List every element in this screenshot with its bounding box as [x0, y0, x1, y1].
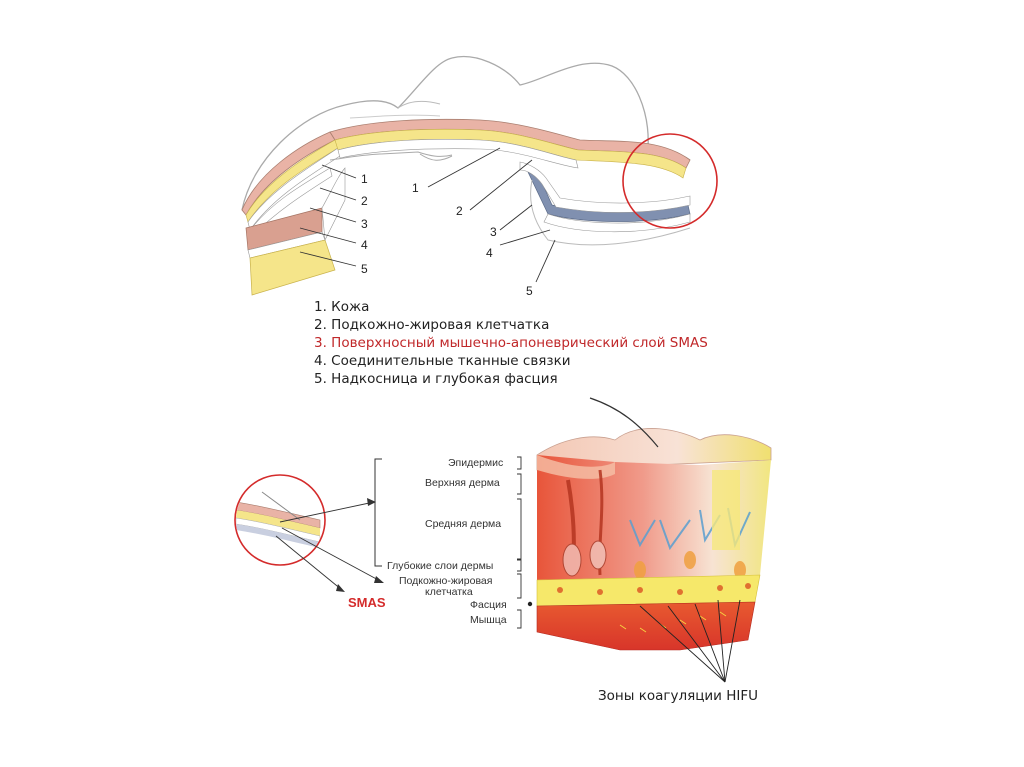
left-number-3: 3 [361, 217, 368, 231]
face-outline [241, 56, 691, 211]
layer-label-upper-dermis: Верхняя дерма [425, 477, 500, 489]
right-number-4: 4 [486, 246, 493, 260]
right-number-5: 5 [526, 284, 533, 298]
legend-item-skin: 1. Кожа [314, 299, 370, 315]
hifu-label: Зоны коагуляции HIFU [598, 688, 758, 704]
layer-label-epidermis: Эпидермис [448, 457, 503, 469]
right-number-2: 2 [456, 204, 463, 218]
right-number-3: 3 [490, 225, 497, 239]
left-number-5: 5 [361, 262, 368, 276]
hair-strand [589, 397, 659, 448]
skin-block-top [536, 428, 772, 471]
layer-label-fascia: Фасция [470, 599, 507, 611]
layer-label-middle-dermis: Средняя дерма [425, 518, 501, 530]
legend-item-smas: 3. Поверхносный мышечно-апоневрический с… [314, 335, 708, 351]
legend-item-subcutaneous-fat: 2. Подкожно-жировая клетчатка [314, 317, 550, 333]
layer-label-muscle: Мышца [470, 614, 507, 626]
layer-label-subcutaneous: Подкожно-жировая [399, 575, 492, 587]
yellow-band-lower-left [249, 239, 336, 296]
layer-label-deep-dermis: Глубокие слои дермы [387, 560, 493, 572]
legend-item-periosteum: 5. Надкосница и глубокая фасция [314, 371, 558, 387]
left-number-4: 4 [361, 238, 368, 252]
layer-legend: 1. Кожа 2. Подкожно-жировая клетчатка 3.… [314, 298, 708, 388]
right-number-1: 1 [412, 181, 419, 195]
left-number-1: 1 [361, 172, 368, 186]
legend-item-ligaments: 4. Соединительные тканные связки [314, 353, 571, 369]
layer-label-subcutaneous-2: клетчатка [425, 586, 473, 598]
smas-label: SMAS [348, 595, 386, 610]
highlight-circle-top [622, 133, 718, 229]
fat-layer [536, 574, 761, 607]
left-number-2: 2 [361, 194, 368, 208]
muscle-layer [536, 601, 756, 651]
